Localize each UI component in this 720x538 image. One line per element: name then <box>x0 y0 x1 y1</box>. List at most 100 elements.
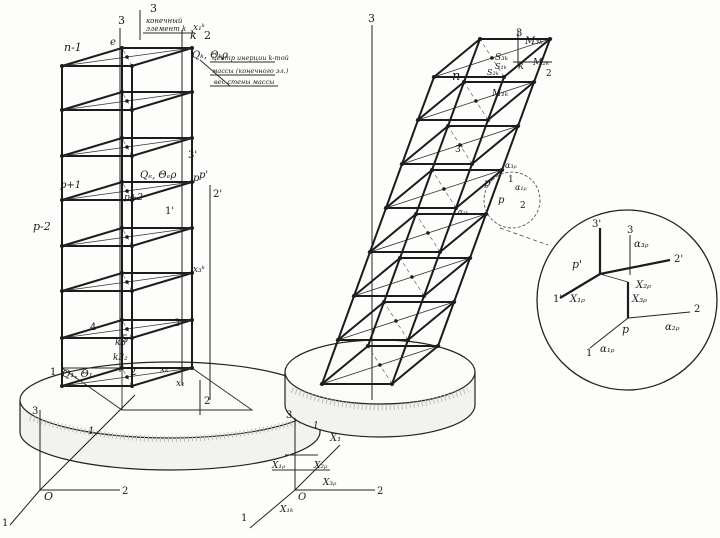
annotation-3: центр инерции k-той <box>212 54 289 62</box>
column <box>423 251 441 297</box>
base-axis-2: 2 <box>204 396 210 407</box>
floor-mass-center <box>125 99 129 103</box>
x-k-label: x₁ᵏ <box>193 23 206 33</box>
detail-alpha3: α₃ᵨ <box>634 239 649 250</box>
right-bottom-axes <box>249 418 375 529</box>
node-n-1: n-1 <box>64 41 82 54</box>
p-minus-2: p-2 <box>33 220 51 233</box>
column <box>321 339 339 385</box>
joint-node <box>502 75 506 79</box>
column <box>455 163 473 209</box>
global-axis-1: 1 <box>2 518 8 529</box>
column <box>517 81 535 127</box>
right-deformed-model <box>249 25 553 529</box>
right-S-side2: S₁ₖ <box>495 62 507 71</box>
k3-label: k3 <box>115 338 126 348</box>
right-axis3: 3 <box>368 12 375 25</box>
joint-node <box>548 37 552 41</box>
floor-mass-center <box>458 143 462 147</box>
detail-three-prime: 3' <box>592 219 601 230</box>
right-axis-2: 2 <box>377 486 383 497</box>
column <box>399 213 417 259</box>
right-S-top: S₃ₖ <box>495 53 509 63</box>
p-prime: p' <box>199 170 208 181</box>
right-two: 2 <box>546 69 552 79</box>
x1-base-label: x₁ <box>176 379 185 389</box>
global-axis-2: 2 <box>122 486 128 497</box>
right-origin: O <box>298 492 306 503</box>
floor-mass-center <box>378 363 382 367</box>
left-top-axis2: 2 <box>204 29 211 42</box>
right-one-b: 1 <box>313 421 319 431</box>
global-axis-3: 3 <box>32 406 38 417</box>
left-axis3-top: 3 <box>150 2 157 15</box>
floor-mass-center <box>125 145 129 149</box>
annotation-4: массы (конечного эл.) <box>212 67 289 75</box>
two-prime: 2' <box>213 189 222 200</box>
one-prime: 1' <box>165 206 174 217</box>
detail-node-circle <box>483 171 718 391</box>
detail-three: 3 <box>627 225 633 236</box>
detail-p-prime: p' <box>572 258 582 271</box>
column <box>463 38 481 83</box>
right-p: p <box>498 195 505 206</box>
labels: 3 3 n-1 k 2 x₁ᵏ Qₖ, Θₖρ конечный элемент… <box>2 2 700 529</box>
node-2: 2 <box>130 367 136 378</box>
right-M-top: M₃ₖ <box>524 36 543 47</box>
column <box>437 301 455 347</box>
global-origin: O <box>44 490 53 503</box>
annotation-2: элемент k <box>146 25 186 33</box>
floor-mass-center <box>125 280 129 284</box>
right-X1-lower: X₁ₖ <box>279 505 294 515</box>
right-k: k <box>518 61 524 72</box>
column <box>471 119 489 165</box>
left-frame-tower <box>60 46 194 388</box>
floor-mass-center <box>125 235 129 239</box>
column <box>369 207 387 253</box>
xk-base-label: xₖ <box>160 365 169 375</box>
column <box>453 257 471 303</box>
column <box>383 257 401 303</box>
column <box>533 38 551 83</box>
annotation-1: конечный <box>146 17 183 25</box>
left-annotation-box <box>143 32 278 87</box>
floor-mass-center <box>125 327 129 331</box>
column <box>417 76 435 121</box>
floor-mass-center <box>426 231 430 235</box>
right-M2: M₂ₖ <box>532 58 550 68</box>
joint-node <box>120 46 124 50</box>
column <box>439 207 457 253</box>
three-prime: 3' <box>188 150 197 161</box>
joint-node <box>432 75 436 79</box>
column <box>469 213 487 259</box>
joint-node <box>130 64 134 68</box>
column <box>385 163 403 209</box>
q1-label: Q₁, Θ₁ <box>62 369 93 380</box>
joint-node <box>60 64 64 68</box>
right-alpha3: α₃ᵨ <box>505 161 517 170</box>
detail-two: 2 <box>694 304 700 315</box>
column <box>485 169 503 215</box>
column <box>407 295 425 341</box>
right-X1-bot: X₁ᵨ <box>271 461 286 471</box>
left-axis3-label: 3 <box>118 14 125 27</box>
node-3: 3 <box>174 318 180 329</box>
q-e-label: Qₑ, Θₑρ <box>140 170 176 181</box>
right-three-prime: 3' <box>455 145 463 155</box>
detail-X2p: X₂ᵨ <box>635 280 651 291</box>
detail-two-prime: 2' <box>674 254 683 265</box>
e-label: e <box>110 37 116 48</box>
column <box>487 76 505 121</box>
floor-mass-center <box>410 275 414 279</box>
floor-mass-center <box>394 319 398 323</box>
floor-mass-center <box>490 56 494 60</box>
right-two-b: 2 <box>520 201 526 211</box>
joint-node <box>190 46 194 50</box>
right-M1: M₁ₖ <box>491 89 509 99</box>
column <box>401 119 419 165</box>
detail-one: 1 <box>586 348 592 359</box>
floor-mass-center <box>125 375 129 379</box>
right-alpha1: α₁ᵨ <box>515 183 527 192</box>
